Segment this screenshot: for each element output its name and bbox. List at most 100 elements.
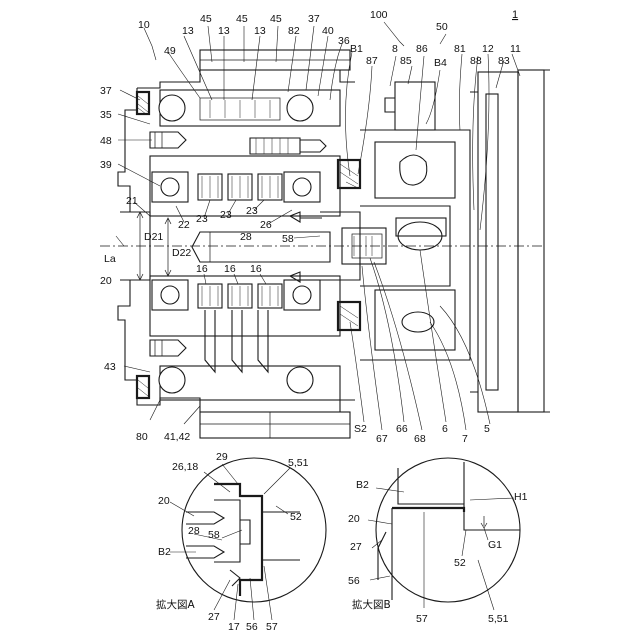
- cam-housing: [375, 142, 455, 198]
- label-39: 39: [100, 159, 112, 171]
- motor-wall-11: [518, 70, 544, 412]
- intermediate-housing: [360, 130, 470, 360]
- label-10: 10: [138, 19, 150, 31]
- inset-a-label-27: 27: [208, 611, 220, 623]
- label-21: 21: [126, 195, 138, 207]
- inset-a-label-56: 56: [246, 621, 258, 633]
- label-12: 12: [482, 43, 494, 55]
- inset-a-label-17: 17: [228, 621, 240, 633]
- lower-seal-ring: [137, 376, 149, 398]
- lower-carrier: [150, 276, 340, 336]
- inset-b-label-5-51: 5,51: [488, 613, 509, 625]
- label-45a: 45: [200, 13, 212, 25]
- inset-a-label-5-51: 5,51: [288, 457, 309, 469]
- inset-a: 29 26,18 5,51 20 52 28 58 B2 27 17 56 57…: [156, 451, 326, 633]
- label-13c: 13: [254, 25, 266, 37]
- label-83: 83: [498, 55, 510, 67]
- inset-b-gap-line: [392, 508, 464, 512]
- label-s2: S2: [354, 423, 367, 435]
- inset-b-label-52: 52: [454, 557, 466, 569]
- label-b4: B4: [434, 57, 447, 69]
- label-37-left: 37: [100, 85, 112, 97]
- label-23b: 23: [220, 209, 232, 221]
- lower-left-ball: [159, 367, 185, 393]
- label-45c: 45: [270, 13, 282, 25]
- label-68: 68: [414, 433, 426, 445]
- inset-a-label-57: 57: [266, 621, 278, 633]
- inset-a-58: [240, 520, 250, 544]
- lower-slots: [205, 310, 268, 372]
- label-5: 5: [484, 423, 490, 435]
- label-43: 43: [104, 361, 116, 373]
- label-22: 22: [178, 219, 190, 231]
- lower-pin: [150, 340, 186, 356]
- inset-a-label-b2: B2: [158, 546, 171, 558]
- inset-a-label-28: 28: [188, 525, 200, 537]
- inset-b-label-h1: H1: [514, 491, 528, 503]
- label-82: 82: [288, 25, 300, 37]
- top-housing-outline: [137, 70, 355, 88]
- label-37-top: 37: [308, 13, 320, 25]
- label-67: 67: [376, 433, 388, 445]
- inset-b-chamfer: [378, 532, 386, 580]
- inset-b-label-56: 56: [348, 575, 360, 587]
- label-b1: B1: [350, 43, 363, 55]
- label-49: 49: [164, 45, 176, 57]
- label-7: 7: [462, 433, 468, 445]
- label-50: 50: [436, 21, 448, 33]
- main-section-view: [100, 50, 550, 438]
- inset-a-label-20: 20: [158, 495, 170, 507]
- label-26: 26: [260, 219, 272, 231]
- label-36: 36: [338, 35, 350, 47]
- label-86: 86: [416, 43, 428, 55]
- inset-b-upper-profile: [398, 468, 520, 530]
- pin-48: [150, 132, 186, 148]
- inset-b-g1-arrow: [481, 516, 487, 528]
- inset-a-label-58: 58: [208, 529, 220, 541]
- lower-seal-s2: [338, 302, 360, 330]
- central-shaft: [192, 232, 330, 262]
- label-16b: 16: [224, 263, 236, 275]
- upper-right-ball: [287, 95, 313, 121]
- label-16c: 16: [250, 263, 262, 275]
- label-11: 11: [510, 43, 521, 55]
- upper-seal-s1: [338, 160, 360, 188]
- inset-b-label-b2: B2: [356, 479, 369, 491]
- label-20: 20: [100, 275, 112, 287]
- inset-a-pin-upper: [186, 512, 224, 524]
- label-87: 87: [366, 55, 378, 67]
- left-housing-outline: [118, 88, 355, 412]
- label-88: 88: [470, 55, 482, 67]
- inset-b-label-27: 27: [350, 541, 362, 553]
- inset-b: B2 H1 20 52 G1 27 56 57 5,51 拡大図B: [348, 458, 528, 625]
- label-66: 66: [396, 423, 408, 435]
- label-45b: 45: [236, 13, 248, 25]
- oval-7: [402, 312, 434, 332]
- label-6: 6: [442, 423, 448, 435]
- label-100: 100: [370, 9, 388, 21]
- label-28: 28: [240, 231, 252, 243]
- label-23a: 23: [196, 213, 208, 225]
- label-48: 48: [100, 135, 112, 147]
- inset-a-label-29: 29: [216, 451, 228, 463]
- label-41-42: 41,42: [164, 431, 190, 443]
- figure-number: 1: [512, 9, 518, 21]
- inset-b-label-57: 57: [416, 613, 428, 625]
- inset-b-label-20: 20: [348, 513, 360, 525]
- label-16a: 16: [196, 263, 208, 275]
- label-8: 8: [392, 43, 398, 55]
- inset-a-label-26-18: 26,18: [172, 461, 198, 473]
- label-d21: D21: [144, 231, 163, 243]
- lower-right-ball: [287, 367, 313, 393]
- cam-86: [400, 155, 427, 185]
- label-81: 81: [454, 43, 466, 55]
- inset-a-label-52: 52: [290, 511, 302, 523]
- label-85: 85: [400, 55, 412, 67]
- label-13b: 13: [218, 25, 230, 37]
- upper-seal-ring: [137, 92, 149, 114]
- housing-85: [395, 82, 435, 130]
- label-13a: 13: [182, 25, 194, 37]
- upper-left-ball: [159, 95, 185, 121]
